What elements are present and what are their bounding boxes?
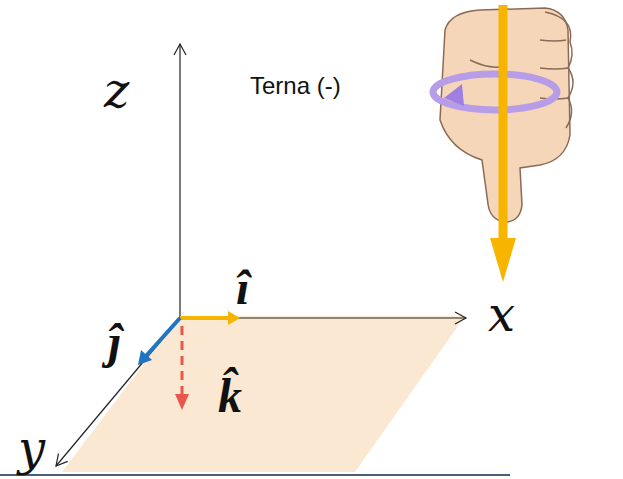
bottom-rule <box>0 474 510 476</box>
z-axis <box>179 44 180 318</box>
rotation-head <box>444 84 464 106</box>
normal-head <box>490 238 516 282</box>
j-vector <box>146 318 180 356</box>
unit-vector-label: k̂ <box>218 372 242 420</box>
rotation-arrow <box>433 74 557 110</box>
i-head <box>228 311 240 325</box>
xy-plane <box>62 316 465 472</box>
k-vector <box>181 326 184 396</box>
axis-label: y <box>18 424 45 472</box>
k-head <box>175 394 189 410</box>
axis-label: z <box>104 66 129 114</box>
x-axis <box>180 317 466 318</box>
handedness-note: Terna (-) <box>250 74 341 98</box>
axis-label: x <box>488 290 515 338</box>
j-head <box>138 350 152 365</box>
normal-arrow <box>499 5 508 245</box>
y-axis <box>56 318 180 466</box>
unit-vector-label: ĵ <box>108 318 121 366</box>
unit-vector-label: î <box>236 264 249 312</box>
i-vector <box>180 316 230 320</box>
